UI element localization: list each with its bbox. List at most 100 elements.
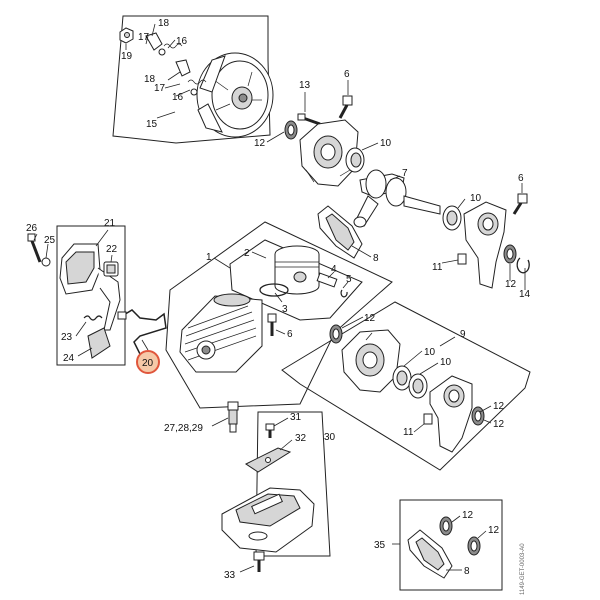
callout-1: 1 — [206, 252, 212, 263]
part-30-muffler[interactable] — [221, 487, 315, 553]
callout-18-top: 18 — [158, 18, 170, 29]
crankcase-lower-frame — [281, 301, 531, 471]
repair-kit-cluster — [392, 515, 487, 579]
part-22-cap[interactable] — [103, 261, 119, 277]
part-10-bearing-lower-b[interactable] — [408, 373, 428, 399]
part-7-crankshaft[interactable] — [353, 169, 441, 228]
part-5-clip[interactable] — [340, 289, 348, 298]
part-4-gudgeon-pin[interactable] — [316, 272, 338, 288]
callout-14: 14 — [519, 289, 531, 300]
callout-4: 4 — [331, 264, 337, 275]
document-id: 1149-GET-0003-A0 — [520, 543, 526, 595]
callout-25: 25 — [44, 235, 56, 246]
part-6-screw-cylinder[interactable] — [267, 313, 277, 336]
callout-22: 22 — [106, 244, 118, 255]
callout-3: 3 — [282, 304, 288, 315]
part-25-washer[interactable] — [41, 257, 51, 267]
part-11-pin-top[interactable] — [457, 253, 467, 265]
part-12-seal-kit-b[interactable] — [467, 536, 481, 556]
crankcase-cluster — [266, 80, 530, 290]
part-14-circlip[interactable] — [516, 257, 530, 274]
callout-31: 31 — [290, 412, 302, 423]
callout-20: 20 — [142, 358, 154, 369]
callout-21: 21 — [104, 218, 116, 229]
part-13-screw[interactable] — [297, 113, 321, 126]
part-2-piston-ring[interactable] — [259, 283, 289, 297]
callout-2: 2 — [244, 248, 250, 259]
callout-16-mid: 16 — [172, 92, 184, 103]
callout-7: 7 — [402, 168, 408, 179]
callout-12-kit-b: 12 — [488, 525, 500, 536]
part-19-nut[interactable] — [119, 27, 134, 44]
callout-17-top: 17 — [138, 32, 150, 43]
part-33-screw[interactable] — [253, 551, 265, 572]
part-12-seal-top-left[interactable] — [284, 120, 298, 140]
callout-12-top-left: 12 — [254, 138, 266, 149]
callout-11-top: 11 — [432, 262, 443, 273]
callout-15: 15 — [146, 119, 158, 130]
callout-23: 23 — [61, 332, 73, 343]
part-3-piston[interactable] — [274, 245, 320, 295]
callout-6-top: 6 — [344, 69, 350, 80]
callout-16-top: 16 — [176, 36, 188, 47]
callout-6-right: 6 — [518, 173, 524, 184]
part-12-seal-kit-a[interactable] — [439, 516, 453, 536]
cylinder-group-frame — [165, 221, 393, 409]
muffler-cluster — [221, 417, 315, 573]
crankcase-half-right[interactable] — [463, 201, 507, 289]
callout-24: 24 — [63, 353, 75, 364]
part-12-seal-right[interactable] — [503, 244, 517, 264]
part-24-spark-plug-boot[interactable] — [87, 327, 111, 359]
repair-kit-frame — [399, 499, 503, 591]
part-21-ignition-module[interactable] — [59, 243, 121, 331]
part-15-flywheel[interactable] — [196, 52, 274, 138]
part-31-screw[interactable] — [265, 423, 275, 438]
part-12-seal-lower-right[interactable] — [471, 406, 485, 426]
callout-8-top: 8 — [373, 253, 379, 264]
callout-10-top: 10 — [380, 138, 392, 149]
callout-11-lower: 11 — [403, 427, 414, 438]
callout-12-right: 12 — [505, 279, 517, 290]
flywheel-group — [112, 15, 274, 144]
crankcase-half-lower-left[interactable] — [341, 329, 401, 393]
callout-10-right: 10 — [470, 193, 482, 204]
part-10-bearing-top[interactable] — [345, 147, 365, 173]
part-11-pin-lower[interactable] — [423, 413, 433, 425]
callout-12-lower-right-2: 12 — [493, 419, 505, 430]
callout-19: 19 — [121, 51, 133, 62]
part-23-spring[interactable] — [83, 315, 103, 321]
crankcase-half-lower-right[interactable] — [429, 375, 473, 453]
part-6-screw-right[interactable] — [512, 193, 528, 215]
part-10-bearing-lower-a[interactable] — [392, 365, 412, 391]
part-8-gasket-top[interactable] — [317, 205, 363, 259]
callout-9: 9 — [460, 329, 466, 340]
part-16-spring[interactable] — [163, 43, 207, 85]
part-27-28-29-spark-plug[interactable] — [211, 401, 239, 433]
callout-27-28-29: 27,28,29 — [164, 423, 203, 434]
callout-12-lower-right: 12 — [493, 401, 505, 412]
part-26-screw[interactable] — [27, 233, 42, 263]
part-32-plate[interactable] — [245, 447, 292, 473]
callout-35: 35 — [374, 540, 386, 551]
part-8-gasket-kit[interactable] — [407, 529, 453, 579]
part-17-pin[interactable] — [158, 48, 198, 96]
flywheel-group-frame — [112, 15, 271, 144]
part-1-cylinder[interactable] — [179, 293, 263, 373]
highlight-circle-20 — [136, 350, 160, 374]
cylinder-cluster — [179, 245, 349, 373]
ignition-group-frame — [56, 225, 126, 366]
callout-17-mid: 17 — [154, 83, 166, 94]
part-20-short-circuit-wire[interactable] — [117, 309, 167, 355]
part-12-seal-lower-left[interactable] — [329, 324, 343, 344]
callout-labels: 1 2 3 4 5 6 6 6 7 8 8 9 10 10 10 10 11 1… — [26, 18, 531, 581]
part-10-bearing-right[interactable] — [442, 205, 462, 231]
callout-33: 33 — [224, 570, 236, 581]
callout-18-mid: 18 — [144, 74, 156, 85]
part-6-screw-top[interactable] — [338, 95, 353, 119]
callout-32: 32 — [295, 433, 307, 444]
callout-13: 13 — [299, 80, 311, 91]
callout-8-kit: 8 — [464, 566, 470, 577]
callout-5: 5 — [346, 274, 352, 285]
callout-26: 26 — [26, 223, 38, 234]
